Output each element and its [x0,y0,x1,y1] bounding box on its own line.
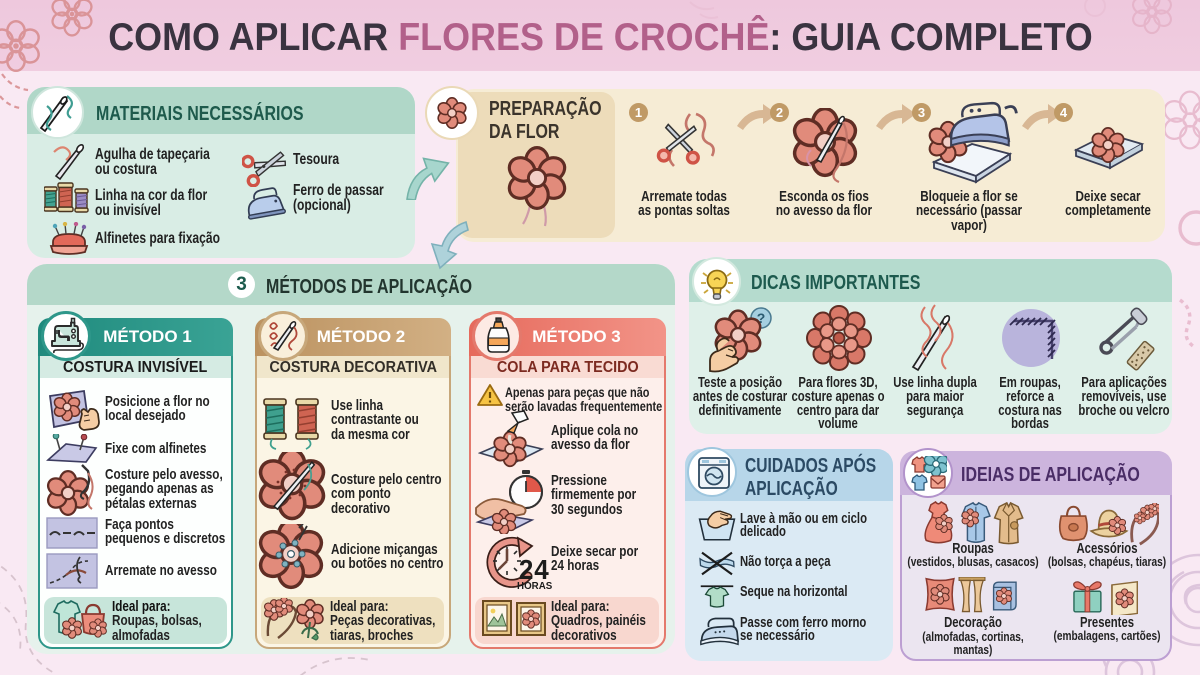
svg-text:24: 24 [519,554,549,585]
svg-text:HORAS: HORAS [517,581,552,592]
svg-text:?: ? [757,310,766,326]
